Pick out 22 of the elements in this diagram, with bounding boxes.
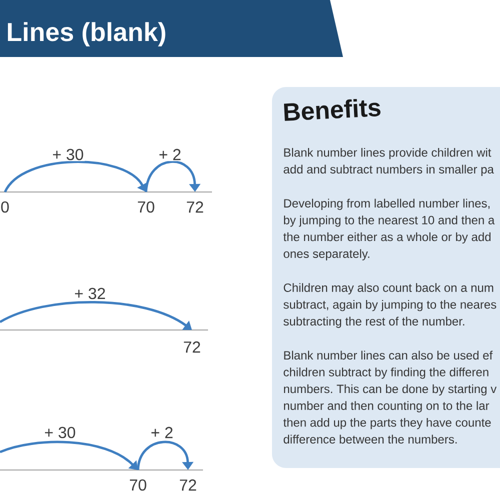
- number-label: 72: [186, 201, 204, 213]
- number-label: 0: [1, 201, 9, 213]
- jump-arrow: [4, 160, 148, 193]
- edge-label: + 30: [51, 148, 85, 162]
- number-label: 72: [184, 341, 200, 353]
- paragraph: Developing from labelled number lines, by jumping to the nearest 10 and then a the number either as a whole or by add ones separately.: [283, 198, 495, 260]
- title-banner: Lines (blank): [0, 0, 343, 57]
- jump-arrow: [136, 440, 194, 470]
- edge-label: + 32: [73, 286, 107, 300]
- paragraph: Blank number lines can also be used ef children subtract by finding the differen numbers. This can be done by starting v number and then counting on to the lar then add up the parts they have counte difference between the numbers.: [283, 350, 497, 444]
- jump-arrow: [0, 440, 138, 470]
- edge-label: + 30: [43, 426, 77, 440]
- jump-arrow: [144, 160, 201, 192]
- number-label: 70: [130, 479, 146, 491]
- jump-arrow: [0, 301, 192, 330]
- paragraph: Blank number lines provide children wit add and subtract numbers in smaller pa: [284, 148, 494, 176]
- number-label: 70: [138, 201, 154, 213]
- edge-label: + 2: [158, 148, 182, 162]
- edge-label: + 2: [150, 426, 174, 440]
- paragraph: Children may also count back on a num subtract, again by jumping to the neares subtracting the rest of the number.: [284, 283, 496, 328]
- panel-heading: Benefits: [284, 99, 380, 121]
- number-label: 72: [180, 479, 196, 491]
